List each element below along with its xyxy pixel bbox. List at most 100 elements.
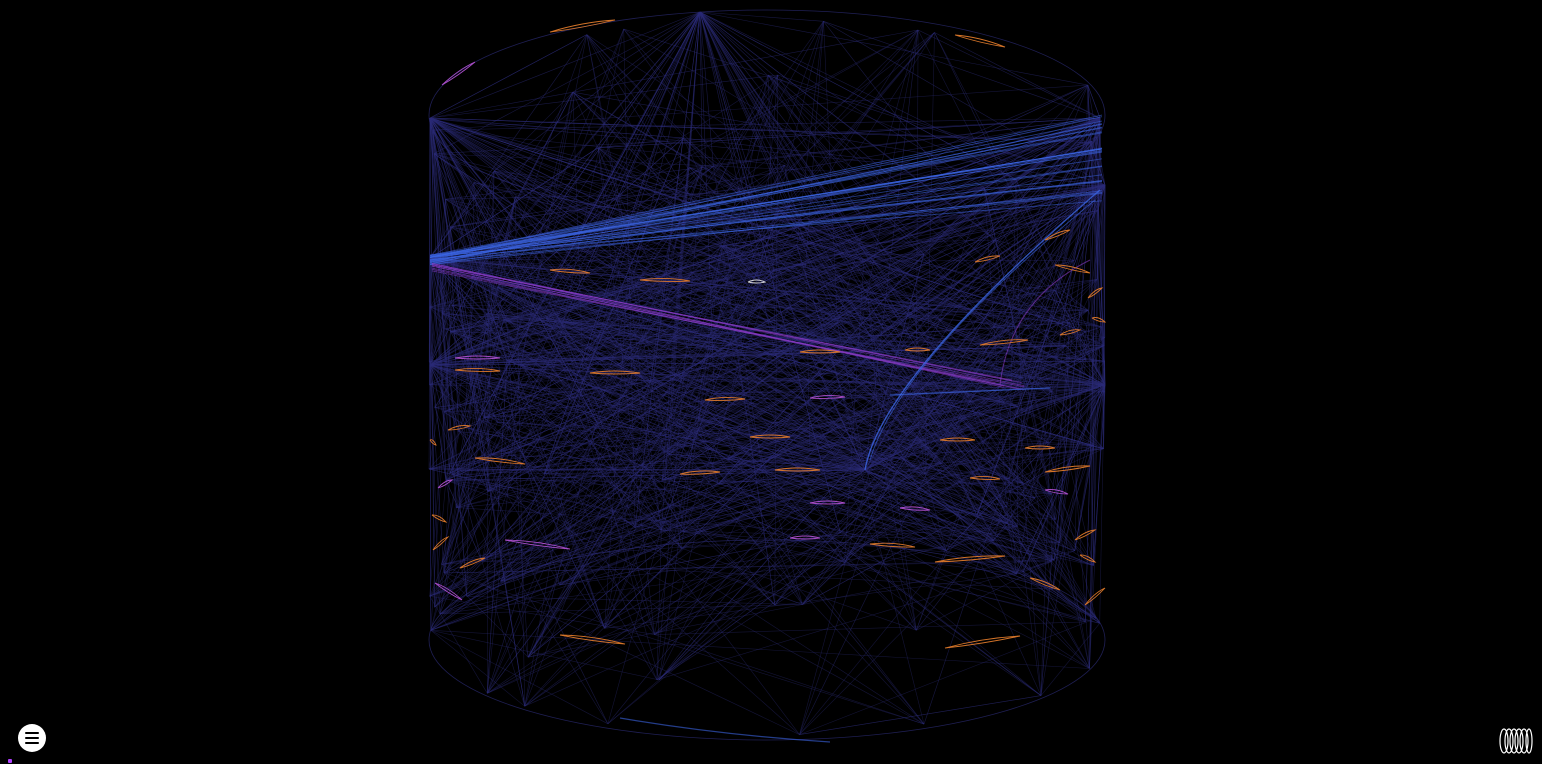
network-edge xyxy=(500,421,937,582)
curved-edge xyxy=(679,470,721,475)
hub-edge xyxy=(864,377,1024,471)
network-edge xyxy=(434,480,447,608)
network-edge xyxy=(650,245,722,381)
network-edge xyxy=(913,304,929,449)
network-edge xyxy=(466,596,803,605)
network-edge xyxy=(597,147,1023,484)
network-edge xyxy=(708,84,1088,264)
hub-edge xyxy=(864,345,1105,471)
hub-edge xyxy=(487,469,866,694)
network-edge xyxy=(506,320,719,485)
hub-edge xyxy=(1022,384,1106,573)
menu-button[interactable] xyxy=(18,724,46,752)
hub-edge xyxy=(1096,184,1106,280)
hub-edge xyxy=(429,279,1098,366)
network-edge xyxy=(1007,523,1055,561)
network-edge xyxy=(976,204,1094,516)
network-edge xyxy=(450,142,1091,228)
curved-edge xyxy=(1091,317,1107,323)
network-edge xyxy=(445,239,996,481)
network-edge xyxy=(799,361,1105,735)
network-edge xyxy=(654,634,925,725)
network-edge xyxy=(936,285,1041,423)
curved-edge xyxy=(441,61,476,86)
hub-edge xyxy=(962,184,1106,378)
hub-edge xyxy=(429,364,636,528)
hub-edge xyxy=(913,117,1101,305)
network-edge xyxy=(439,604,803,615)
network-edge xyxy=(586,34,1024,484)
network-edge xyxy=(924,448,929,475)
hub-edge xyxy=(429,253,924,259)
hub-edge xyxy=(429,204,1093,259)
network-edge xyxy=(443,572,529,658)
hub-edge xyxy=(429,34,588,259)
bright-edge xyxy=(429,181,1103,258)
hub-edge xyxy=(450,11,701,228)
network-edge xyxy=(774,324,1015,606)
network-edge xyxy=(429,480,663,597)
network-edge xyxy=(809,360,1105,452)
network-edge xyxy=(1013,324,1024,379)
hub-edge xyxy=(1017,384,1106,407)
curved-edge xyxy=(1059,329,1082,336)
network-edge xyxy=(627,278,942,464)
network-edge xyxy=(721,29,919,247)
hub-edge xyxy=(429,210,1098,366)
hub-edge xyxy=(654,117,1101,635)
hub-edge xyxy=(429,274,666,366)
hub-edge xyxy=(429,257,929,449)
hub-edge xyxy=(429,257,1009,524)
hub-edge xyxy=(1069,322,1106,386)
hub-edge xyxy=(1093,384,1106,566)
hub-edge xyxy=(520,184,1106,366)
hub-edge xyxy=(654,469,866,635)
hub-edge xyxy=(429,257,776,606)
hub-edge xyxy=(429,348,857,366)
network-edge xyxy=(506,320,776,606)
network-edge xyxy=(450,313,489,332)
network-edge xyxy=(1016,550,1075,575)
network-edge xyxy=(445,480,483,562)
hub-edge xyxy=(527,236,866,471)
network-edge xyxy=(434,407,501,582)
network-edge xyxy=(430,630,525,707)
network-edge xyxy=(443,472,451,573)
hub-edge xyxy=(542,330,1106,386)
network-edge xyxy=(429,330,543,597)
network-edge xyxy=(1087,85,1094,205)
hub-edge xyxy=(650,11,701,381)
hub-edge xyxy=(934,32,1106,386)
hub-edge xyxy=(429,257,459,432)
network-edge xyxy=(497,422,845,563)
network-edge xyxy=(493,170,1052,392)
network-edge xyxy=(545,317,1104,449)
network-edge xyxy=(698,416,1049,443)
network-edge xyxy=(840,532,1086,623)
hub-edge xyxy=(864,406,1018,471)
network-edge xyxy=(434,331,1086,408)
network-edge xyxy=(433,153,995,541)
curved-edge xyxy=(944,635,1021,649)
network-edge xyxy=(1022,377,1061,543)
hub-edge xyxy=(604,117,1101,629)
hub-edge xyxy=(429,117,914,386)
network-edge xyxy=(596,21,824,423)
hub-edge xyxy=(607,117,1101,724)
hub-edge xyxy=(524,11,701,707)
hub-edge xyxy=(429,364,1094,566)
hub-edge xyxy=(698,117,1101,418)
hub-edge xyxy=(864,358,1087,471)
network-edge xyxy=(779,209,1018,527)
hub-edge xyxy=(450,226,866,471)
network-edge xyxy=(856,29,919,349)
network-edge xyxy=(520,364,800,735)
network-edge xyxy=(604,167,690,629)
hub-edge xyxy=(699,11,714,167)
spiral-button[interactable] xyxy=(1498,726,1534,756)
hub-edge xyxy=(429,364,1024,573)
hub-edge xyxy=(699,11,776,356)
network-edge xyxy=(995,239,1086,332)
